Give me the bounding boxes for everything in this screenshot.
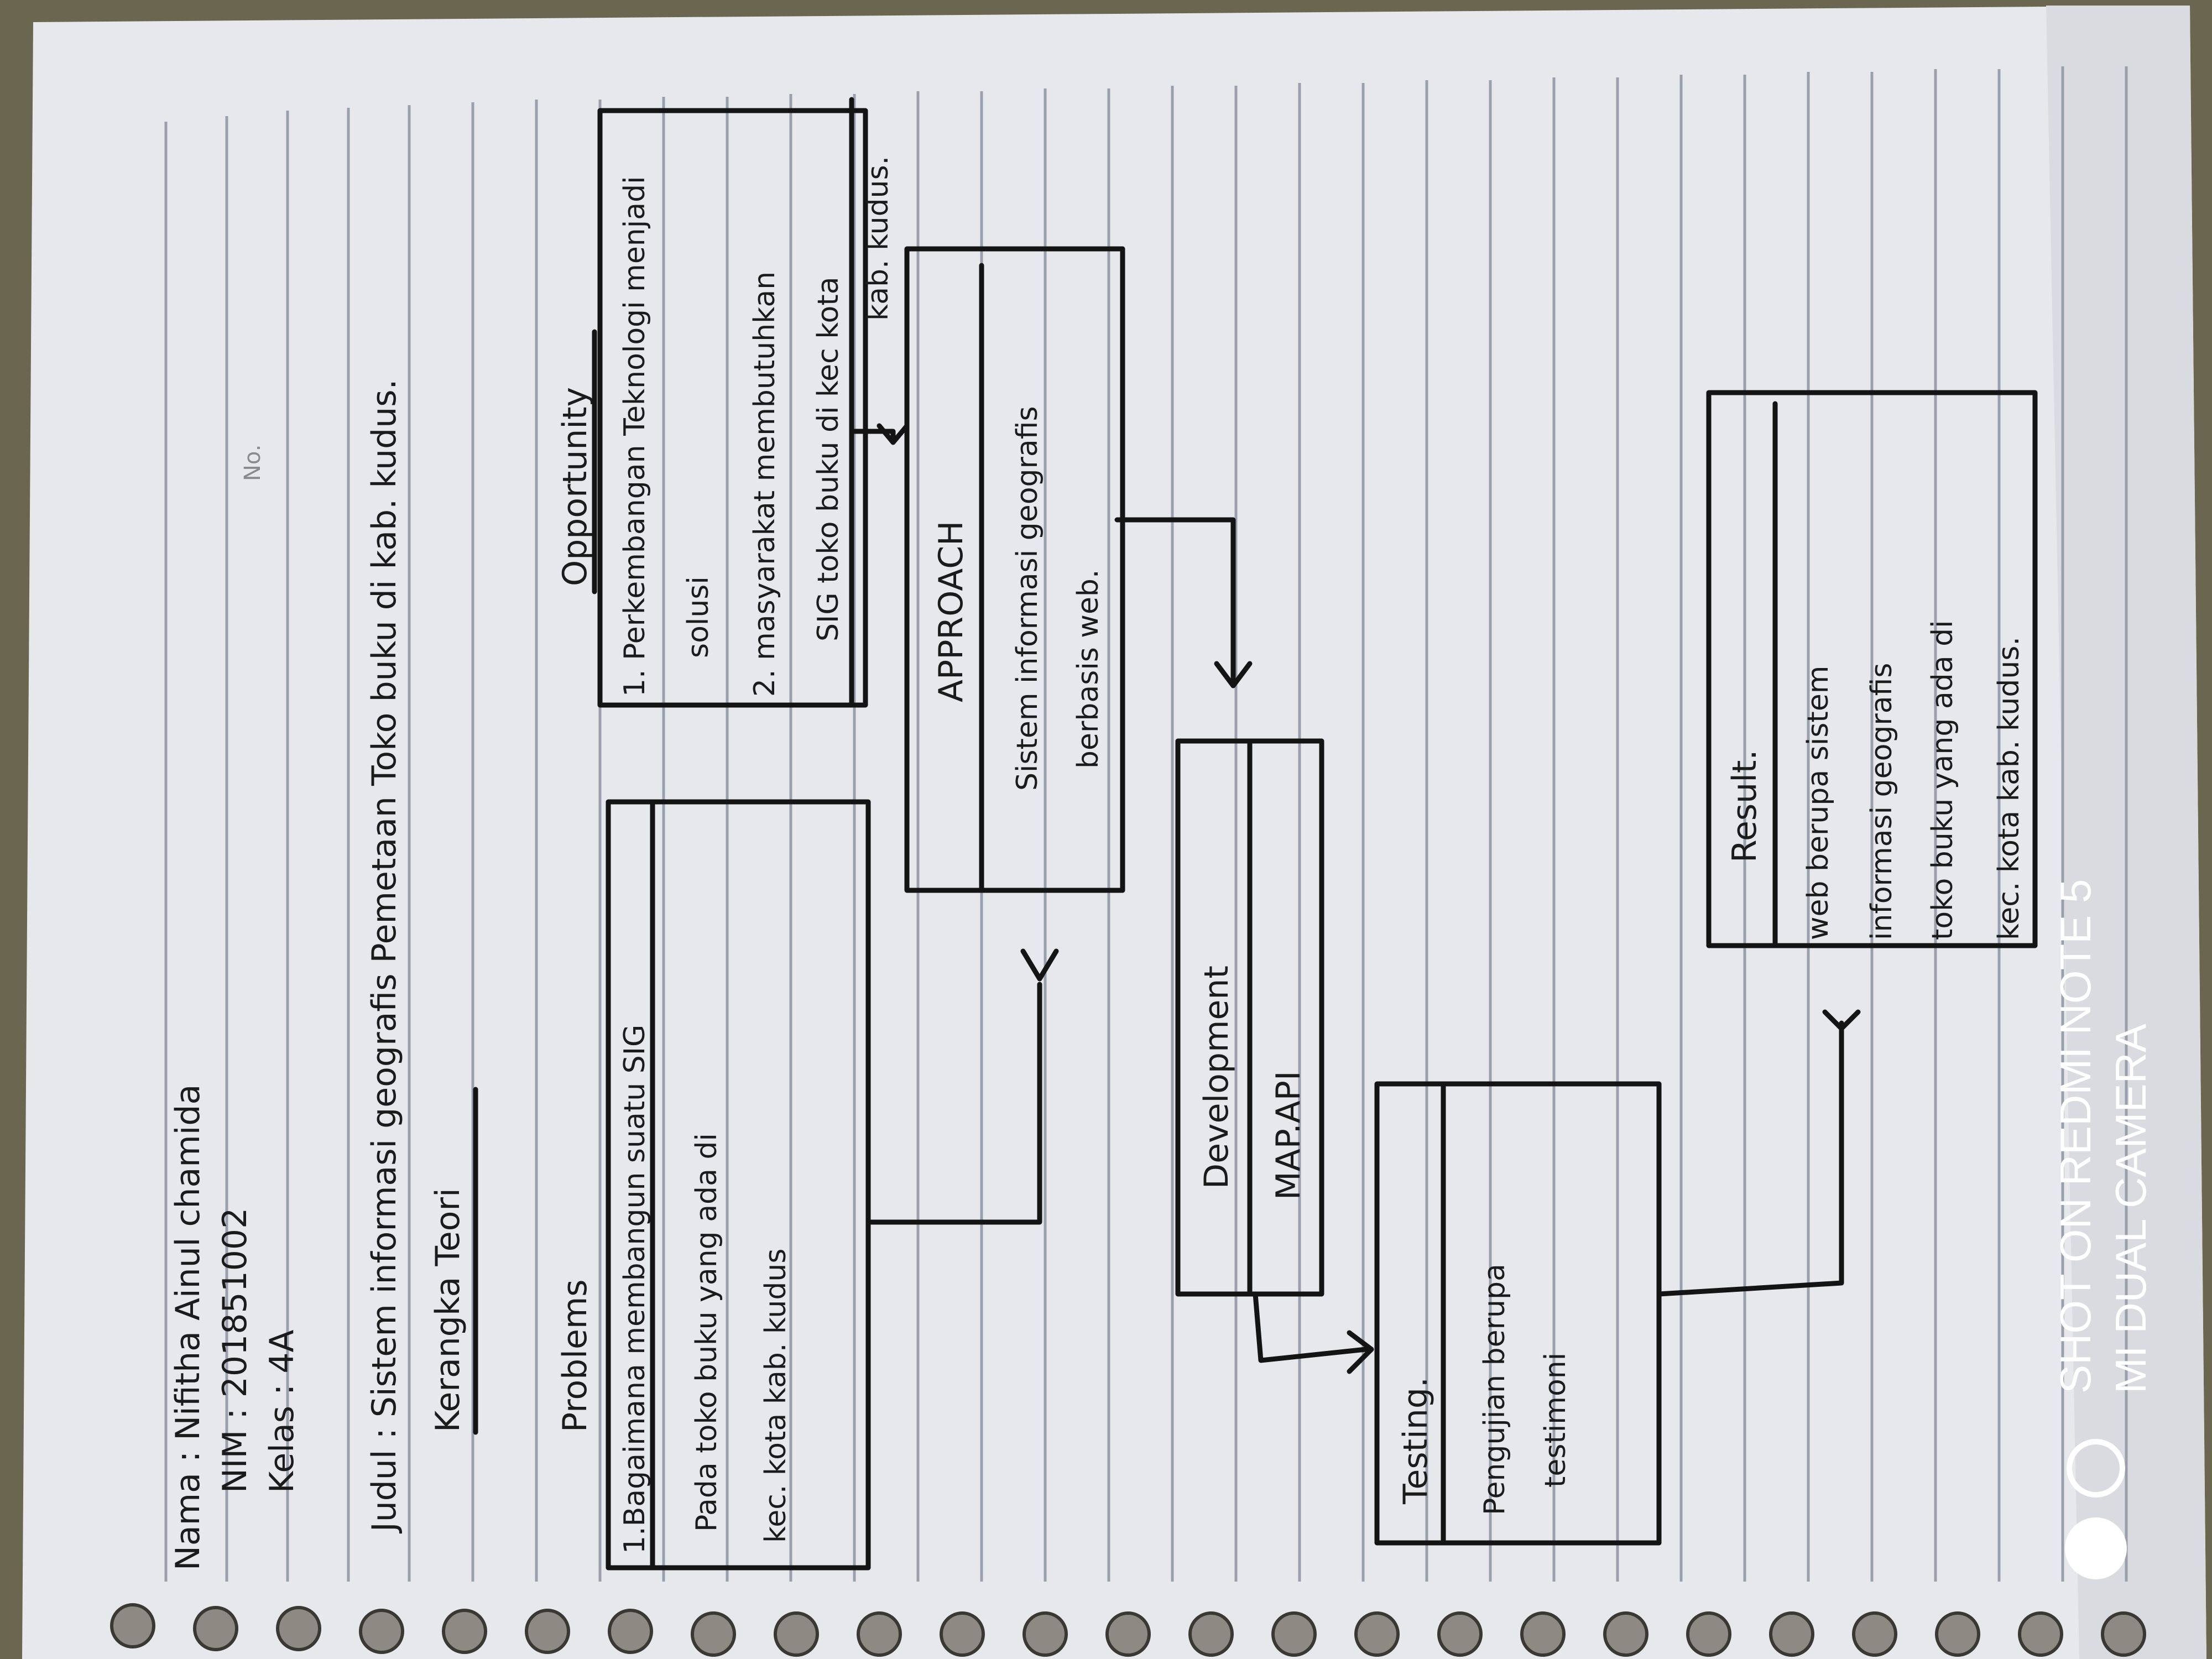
opportunity-line-3: 2. masyarakat membutuhkan (748, 272, 781, 697)
approach-title: APPROACH (932, 521, 971, 702)
problems-title: Problems (556, 1279, 594, 1432)
development-title: Development (1197, 966, 1236, 1189)
testing-line-1: Pengujian berupa (1478, 1264, 1511, 1515)
result-box (1706, 390, 2038, 948)
arrow-problems-to-approach (865, 948, 1059, 1225)
opportunity-line-4: SIG toko buku di kec kota (812, 276, 845, 641)
problems-line-2: Pada toko buku yang ada di (690, 1133, 723, 1532)
judul-text: Judul : Sistem informasi geografis Pemet… (365, 379, 404, 1534)
development-line-1: MAP.API (1269, 1071, 1308, 1200)
nim-text: NIM : 201851002 (216, 1208, 254, 1493)
result-title: Result. (1725, 750, 1764, 863)
result-block: Result. web berupa sistem informasi geog… (1706, 390, 2038, 948)
spiral-binding (110, 1603, 2146, 1657)
arrow-approach-to-development (1114, 517, 1253, 688)
watermark-logo-icon (2067, 1439, 2125, 1498)
approach-line-1: Sistem informasi geografis (1011, 406, 1044, 791)
arrow-opportunity-to-approach (852, 423, 910, 445)
problems-line-1: 1.Bagaimana membangun suatu SIG (618, 1025, 651, 1554)
testing-line-2: testimoni (1539, 1353, 1572, 1488)
opportunity-line-2: solusi (682, 576, 715, 658)
approach-box (904, 246, 1125, 893)
development-block: Development MAP.API (1175, 738, 1324, 1297)
testing-block: Testing. Pengujian berupa testimoni (1374, 1081, 1662, 1546)
testing-title: Testing. (1396, 1377, 1435, 1505)
no-label: No. (240, 445, 265, 481)
opportunity-line-1: 1. Perkembangan Teknologi menjadi (618, 176, 651, 697)
watermark-line-2: MI DUAL CAMERA (2106, 1024, 2155, 1394)
result-line-1: web berupa sistem (1802, 666, 1835, 940)
result-line-3: toko buku yang ada di (1926, 620, 1959, 940)
watermark-line-1: SHOT ON REDMI NOTE 5 (2051, 879, 2100, 1394)
flow-arrows (852, 423, 1861, 1374)
opportunity-title: Opportunity (556, 387, 594, 586)
kelas-text: Kelas : 4A (263, 1329, 301, 1493)
approach-line-2: berbasis web. (1072, 570, 1105, 769)
approach-block: APPROACH Sistem informasi geografis berb… (904, 246, 1125, 893)
problems-block: Problems 1.Bagaimana membangun suatu SIG… (556, 799, 871, 1571)
header: Nama : Nifitha Ainul chamida NIM : 20185… (169, 379, 478, 1571)
result-line-2: informasi geografis (1865, 663, 1898, 941)
result-line-4: kec. kota kab. kudus. (1992, 637, 2026, 940)
camera-watermark: SHOT ON REDMI NOTE 5 MI DUAL CAMERA (2051, 879, 2155, 1579)
kerangka-teori-heading: Kerangka Teori (429, 1188, 467, 1432)
problems-line-3: kec. kota kab. kudus (759, 1249, 792, 1543)
opportunity-line-5: kab. kudus. (862, 156, 895, 321)
opportunity-block: Opportunity 1. Perkembangan Teknologi me… (556, 97, 895, 708)
problems-box (606, 799, 871, 1571)
opportunity-box (597, 108, 868, 708)
nama-text: Nama : Nifitha Ainul chamida (169, 1084, 207, 1571)
arrow-development-to-testing (1253, 1291, 1374, 1374)
testing-box (1374, 1081, 1662, 1546)
arrow-testing-to-result (1656, 1009, 1861, 1297)
